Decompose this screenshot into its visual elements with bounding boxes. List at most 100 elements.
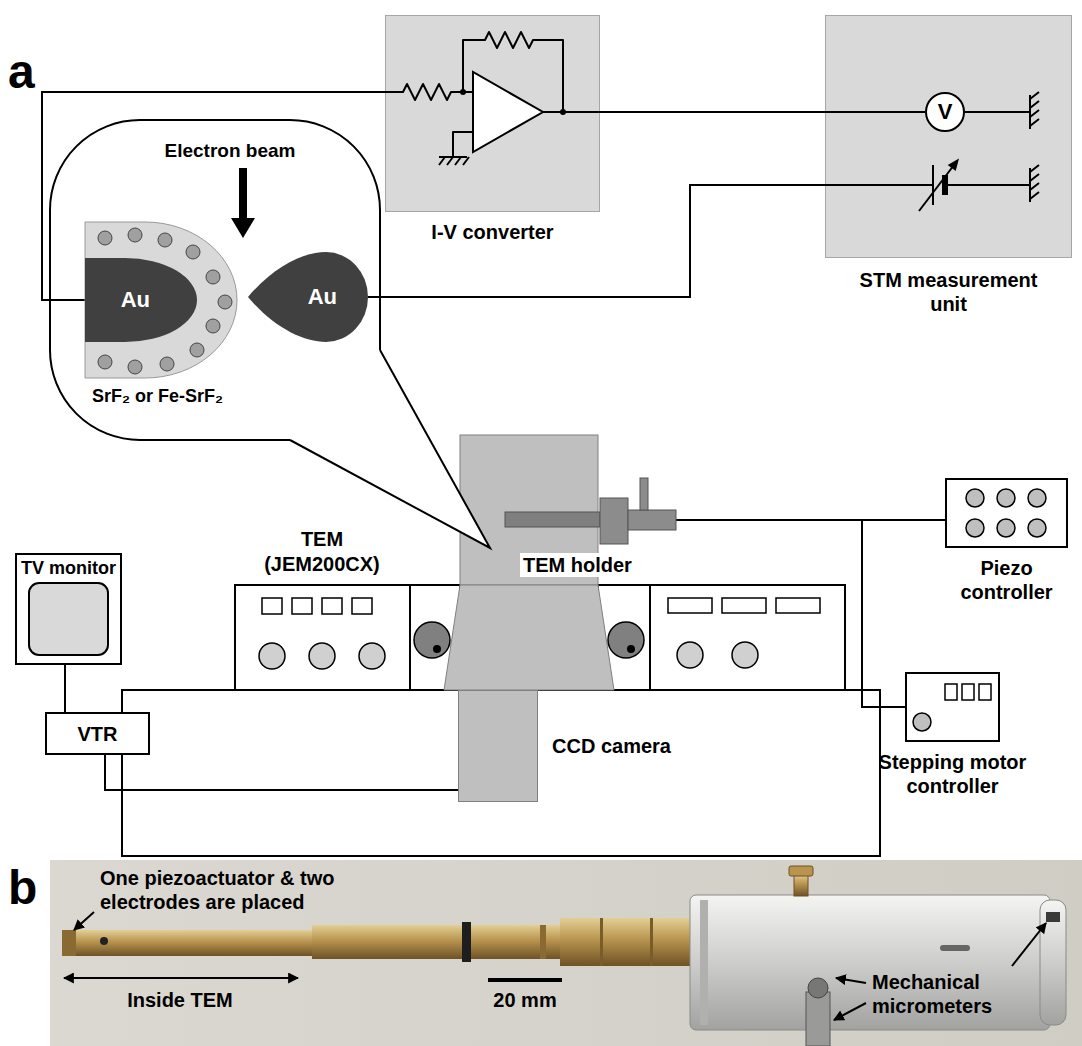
holder-rod-part (100, 937, 108, 945)
handle-body-part (1046, 912, 1060, 922)
controller-knob (1028, 519, 1046, 537)
holder-rod-part (560, 918, 692, 966)
microscope-drawing (122, 350, 880, 856)
controller-knob (966, 519, 984, 537)
particle-dot (128, 360, 142, 374)
handle-body-part (1040, 900, 1066, 1025)
handle-body-part (940, 945, 970, 951)
console-button (322, 598, 342, 614)
resistor-symbol (385, 84, 473, 100)
stage-knob (414, 622, 450, 658)
box-caption: STM measurement unit (849, 268, 1049, 316)
holder-rod-part (312, 925, 562, 959)
particle-dot (98, 355, 112, 369)
ground-wire (965, 111, 1030, 113)
piezo-controller-box: Piezo controller (945, 478, 1068, 548)
op-amp-symbol (473, 72, 543, 152)
console-display (776, 598, 820, 613)
ground-symbol (439, 157, 469, 165)
holder-rod-part (650, 918, 653, 966)
controller-display (962, 684, 974, 700)
particle-dot (190, 343, 204, 357)
beam-arrow (239, 168, 247, 220)
box-outline (46, 713, 149, 754)
ground-symbol (1030, 165, 1039, 202)
variable-arrow (919, 165, 954, 211)
meter-symbol: V (938, 99, 953, 125)
camera-body (459, 691, 538, 802)
box-caption: Stepping motor controller (865, 750, 1040, 798)
bias-wire (825, 184, 933, 186)
bubble-tail (290, 350, 490, 548)
electrode-label: Au (121, 287, 150, 313)
particle-dot (98, 231, 112, 245)
dimension-label: Inside TEM (100, 988, 260, 1012)
controller-knob (913, 713, 931, 731)
device-label: CCD camera (552, 734, 671, 758)
connector-wire (64, 665, 66, 712)
junction-dot (460, 89, 466, 95)
device-label: VTR (78, 722, 118, 746)
holder-peg (640, 478, 648, 510)
material-label: SrF₂ or Fe-SrF₂ (92, 386, 223, 408)
holder-rod-part (540, 925, 546, 959)
specimen-holder: TEM holder (598, 494, 676, 546)
monitor-case (16, 554, 121, 664)
camera-box-shape (458, 690, 538, 802)
leader-arrow-part (834, 1003, 866, 1020)
box-caption: I-V converter (385, 220, 600, 244)
stage-knob (608, 622, 644, 658)
particle-dot (218, 295, 232, 309)
particle-dot (206, 319, 220, 333)
measurement-unit-box: VSTM measurement unit (825, 15, 1072, 258)
holder-rod-part (600, 918, 603, 966)
stage-knob (433, 645, 441, 653)
holder-rod (62, 918, 692, 966)
holder-rod (505, 512, 600, 527)
output-wire (543, 111, 600, 113)
tv-monitor: TV monitor (15, 553, 122, 665)
holder-drawing (505, 478, 676, 544)
scale-bar (488, 978, 562, 982)
input-wire (825, 111, 925, 113)
beam-arrow (231, 218, 255, 238)
micrometer-part (806, 992, 830, 1046)
electron-column (444, 585, 614, 690)
handle-body-part (700, 900, 708, 1025)
console-display (668, 598, 712, 613)
micrometer-part (794, 874, 808, 896)
ground-symbol (1030, 92, 1039, 129)
particle-dot (158, 233, 172, 247)
gold-electrode: Au (85, 258, 197, 342)
controller-knob (997, 489, 1015, 507)
leader-arrow-part (1012, 923, 1046, 966)
panel-letter: b (8, 864, 37, 912)
motor-controller-box-shape (905, 672, 1000, 742)
recorder-box: VTR (45, 712, 150, 755)
console-button (262, 598, 282, 614)
controller-display (979, 684, 991, 700)
electrode-shape (85, 258, 197, 342)
holder-label: TEM holder (520, 553, 635, 577)
console-knob (732, 642, 758, 668)
battery-symbol (932, 165, 934, 205)
unit-panel (826, 16, 1072, 258)
micrometer (789, 866, 830, 1046)
voltmeter-circle: V (925, 92, 965, 132)
ground-wire (453, 132, 473, 157)
holder-rod-part (62, 930, 76, 956)
photo-ground (50, 860, 1082, 1046)
photo-annotation: Mechanical micrometers (872, 970, 1062, 1018)
leader-arrow-part (836, 978, 866, 983)
console-knob (259, 643, 285, 669)
piezo-controller-box-shape (945, 478, 1068, 548)
console-knob (677, 642, 703, 668)
monitor-screen (29, 583, 108, 655)
holder-clamp (600, 498, 628, 544)
electrode-label: Au (308, 284, 337, 310)
holder-rod-part (462, 922, 471, 962)
controller-knob (1028, 489, 1046, 507)
micrometer-part (789, 866, 813, 876)
stage-knob (627, 645, 635, 653)
console-panel (235, 585, 410, 690)
